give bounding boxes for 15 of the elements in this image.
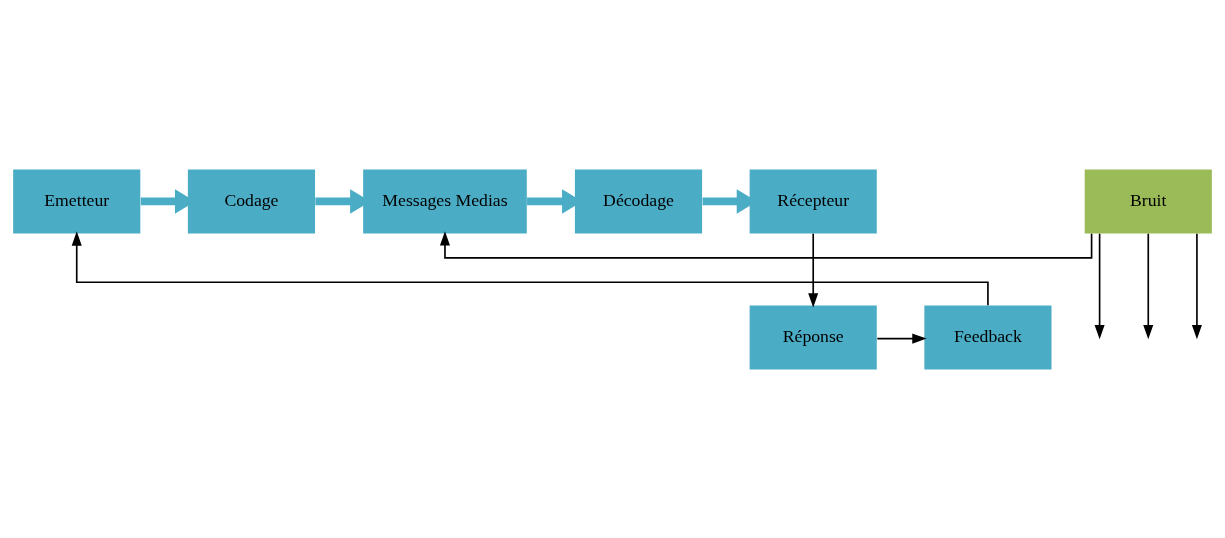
- node-box: Emetteur: [13, 168, 141, 234]
- arrow: [71, 230, 989, 306]
- node-box: Codage: [187, 168, 316, 234]
- node-box: Bruit: [1084, 168, 1212, 234]
- arrow: [808, 232, 819, 308]
- arrow: [1143, 232, 1154, 339]
- node-box: Récepteur: [749, 168, 877, 234]
- node-box: Feedback: [924, 304, 1052, 370]
- node-box: Décodage: [574, 168, 703, 234]
- arrow: [1094, 232, 1105, 339]
- arrow: [876, 333, 927, 344]
- node-box: Réponse: [749, 304, 877, 370]
- arrow: [439, 230, 1093, 259]
- node-box: Messages Medias: [363, 168, 527, 234]
- arrow: [1191, 232, 1202, 339]
